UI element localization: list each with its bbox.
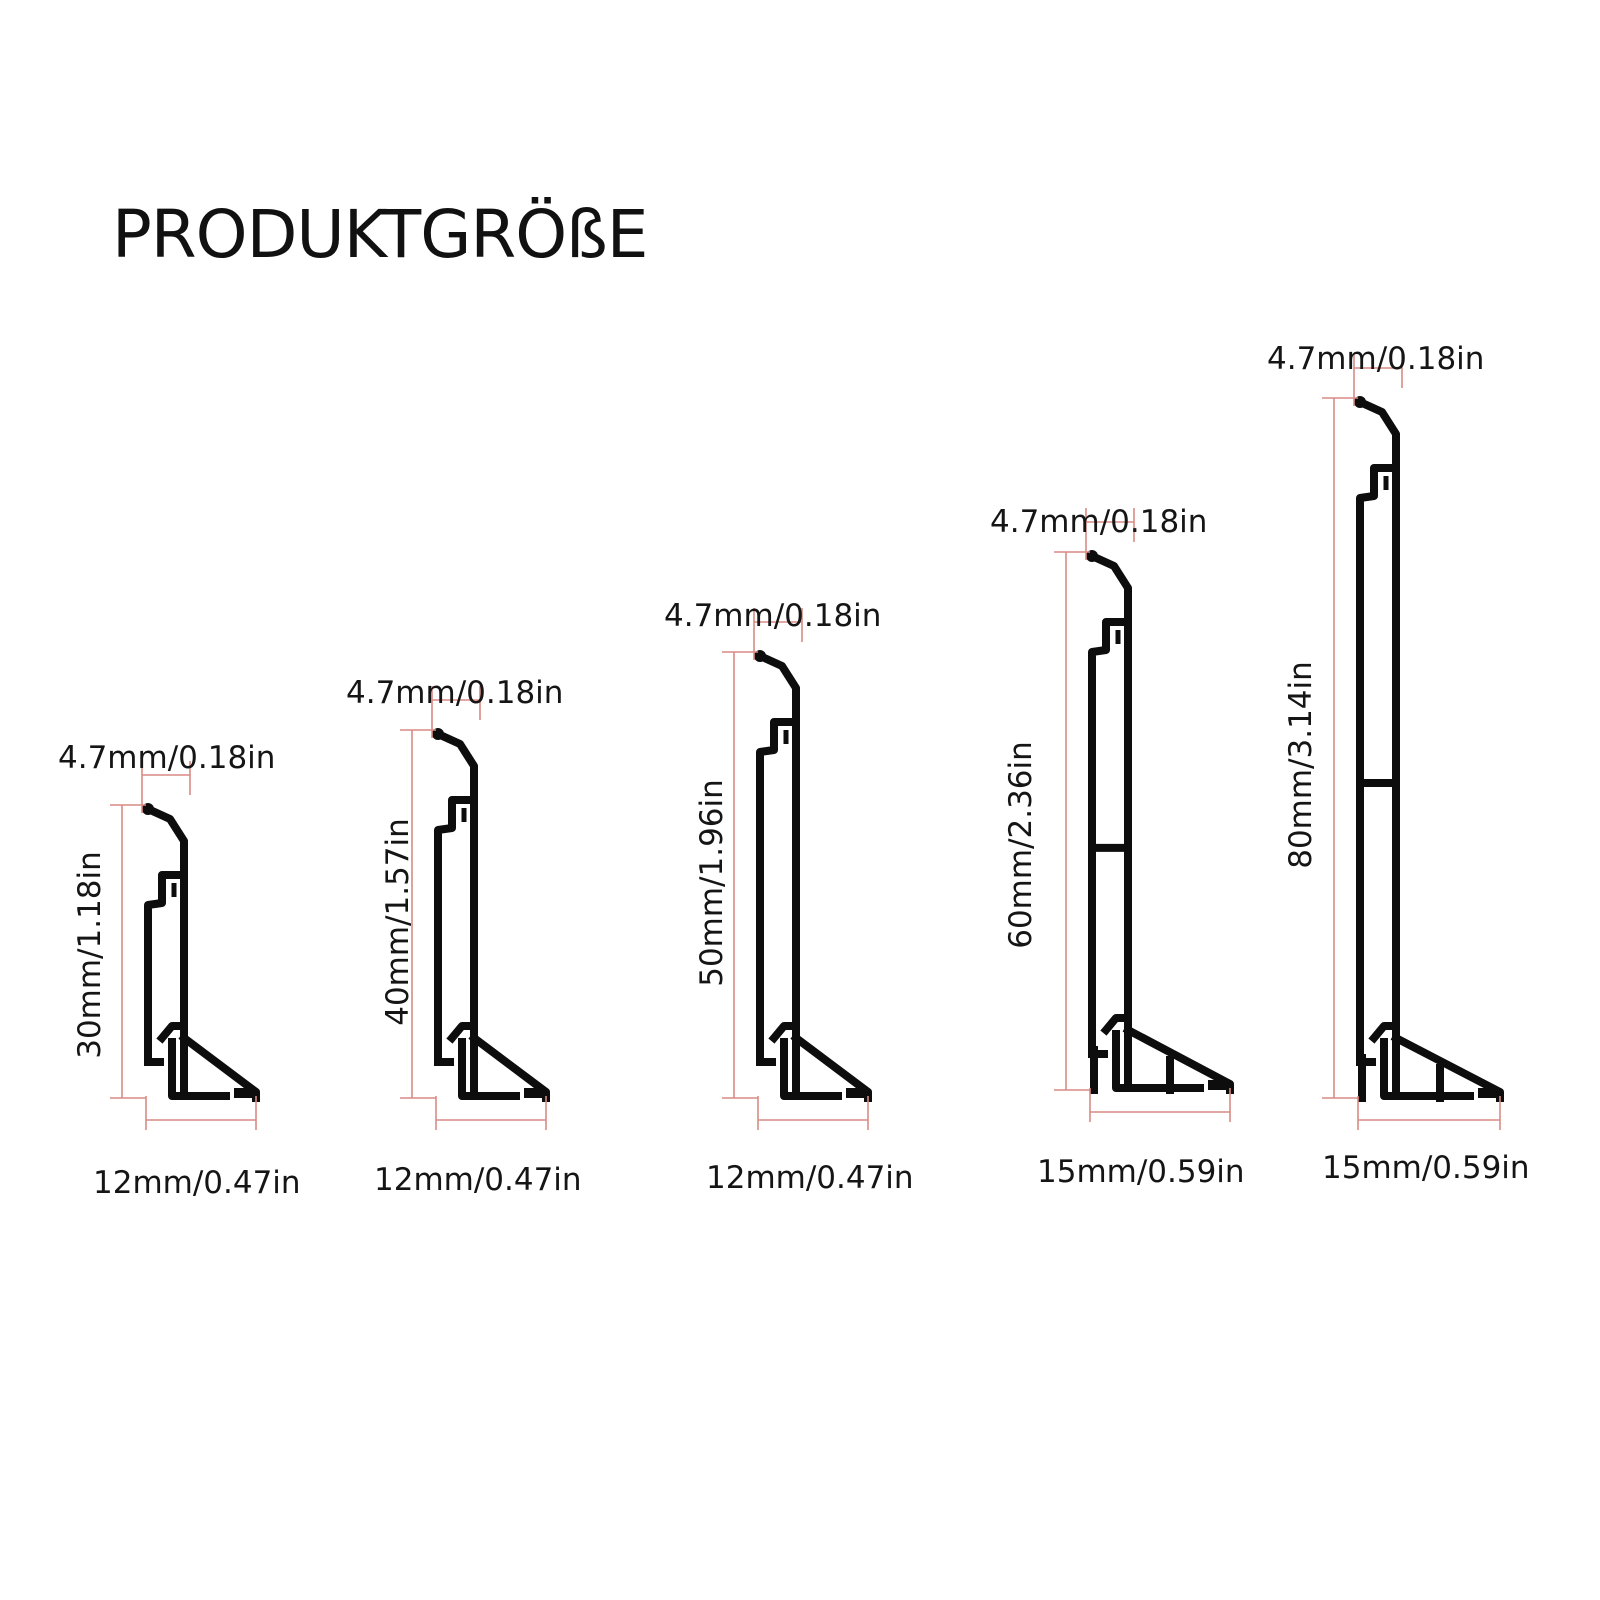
height-dimension-label: 60mm/2.36in: [1003, 741, 1039, 949]
profile-3: 4.7mm/0.18in 50mm/1.96in 12mm/0.47in: [664, 598, 914, 1196]
profile-stem: [1086, 550, 1132, 1088]
profile-inner-wall: [1356, 464, 1400, 1066]
profile-stem: [142, 803, 188, 1096]
width-dimension-label: 15mm/0.59in: [1322, 1150, 1530, 1186]
profile-5: 4.7mm/0.18in 80mm/3.14in 15mm/0.59in: [1267, 341, 1530, 1186]
profile-2: 4.7mm/0.18in 40mm/1.57in 12mm/0.47in: [346, 675, 582, 1198]
profile-stem: [432, 728, 478, 1096]
profile-4: 4.7mm/0.18in 60mm/2.36in 15mm/0.59in: [990, 504, 1245, 1190]
top-dimension-label: 4.7mm/0.18in: [58, 740, 275, 776]
page-title: PRODUKTGRÖßE: [112, 196, 648, 273]
top-dimension-label: 4.7mm/0.18in: [346, 675, 563, 711]
top-dimension-label: 4.7mm/0.18in: [990, 504, 1207, 540]
height-dimension-label: 80mm/3.14in: [1283, 661, 1319, 869]
width-dimension-label: 15mm/0.59in: [1037, 1154, 1245, 1190]
profile-stem: [1354, 396, 1400, 1096]
width-dimension-label: 12mm/0.47in: [706, 1160, 914, 1196]
profile-1: 4.7mm/0.18in 30mm/1.18in 12mm/0.47in: [58, 740, 301, 1201]
profile-lower-clip: [156, 1022, 188, 1044]
top-dimension-label: 4.7mm/0.18in: [1267, 341, 1484, 377]
height-dimension-label: 50mm/1.96in: [694, 779, 730, 987]
width-dimension-label: 12mm/0.47in: [374, 1162, 582, 1198]
profile-stem: [754, 650, 800, 1096]
profile-foot-end: [1208, 1080, 1230, 1090]
profile-lower-clip: [446, 1022, 478, 1044]
profile-inner-wall: [756, 718, 800, 1066]
profile-foot-end: [524, 1088, 546, 1098]
profile-lower-clip: [768, 1022, 800, 1044]
profile-foot-inner: [458, 1038, 520, 1100]
profile-inner-wall: [434, 796, 478, 1066]
profile-inner-wall: [144, 871, 188, 1066]
top-dimension-label: 4.7mm/0.18in: [664, 598, 881, 634]
profile-foot-end: [1478, 1088, 1500, 1098]
profile-foot-inner: [168, 1038, 230, 1100]
profile-foot-end: [234, 1088, 256, 1098]
height-dimension-label: 30mm/1.18in: [72, 851, 108, 1059]
profile-foot-end: [846, 1088, 868, 1098]
profile-inner-wall: [1088, 618, 1132, 1058]
width-dimension-label: 12mm/0.47in: [93, 1165, 301, 1201]
height-dimension-label: 40mm/1.57in: [380, 818, 416, 1026]
profile-lower-clip: [1368, 1022, 1400, 1044]
profile-lower-clip: [1100, 1014, 1132, 1036]
profile-foot-inner: [780, 1038, 842, 1100]
